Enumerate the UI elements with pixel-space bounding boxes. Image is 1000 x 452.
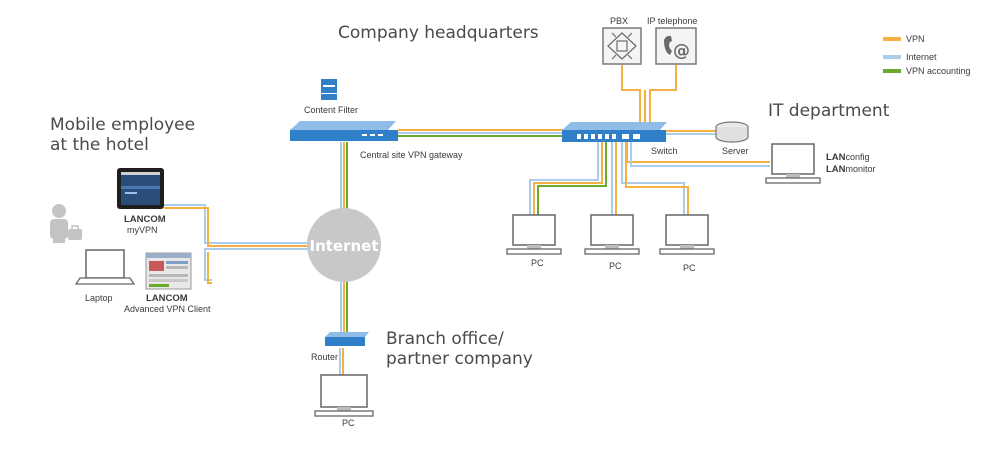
mobile-title-line2: at the hotel bbox=[50, 135, 149, 155]
vpn-client-screenshot bbox=[145, 252, 192, 290]
phones-switch-link bbox=[621, 65, 677, 123]
pc-3 bbox=[659, 214, 715, 255]
pbx-icon bbox=[607, 32, 637, 60]
legend-label-vpn: VPN bbox=[906, 34, 925, 44]
server-label: Server bbox=[722, 146, 749, 156]
legend-swatch-accounting bbox=[883, 69, 901, 73]
pbx-label: PBX bbox=[610, 16, 628, 26]
internet-router-link bbox=[340, 280, 348, 332]
switch-server-link bbox=[666, 130, 718, 135]
branch-pc bbox=[314, 374, 374, 417]
hq-title: Company headquarters bbox=[338, 23, 539, 43]
pc-3-label: PC bbox=[683, 263, 696, 273]
laptop-device bbox=[74, 249, 136, 285]
telephone-icon: @ bbox=[664, 35, 690, 61]
pc-1-label: PC bbox=[531, 258, 544, 268]
internet-cloud: Internet bbox=[307, 208, 381, 282]
branch-title-line2: partner company bbox=[386, 349, 533, 369]
gateway-switch-link bbox=[398, 129, 562, 137]
person-with-bag-icon bbox=[50, 204, 82, 243]
router-pc-link bbox=[339, 348, 344, 375]
switch-label: Switch bbox=[651, 146, 678, 156]
central-gateway-device bbox=[290, 121, 398, 141]
gateway-internet-link bbox=[340, 142, 348, 210]
branch-pc-label: PC bbox=[342, 418, 355, 428]
pc-1 bbox=[506, 214, 562, 255]
legend: VPN Internet VPN accounting bbox=[883, 34, 971, 76]
switch-pc2-link bbox=[611, 142, 617, 215]
pc-2-label: PC bbox=[609, 261, 622, 271]
svg-text:@: @ bbox=[673, 41, 690, 61]
tablet-device bbox=[117, 168, 164, 209]
legend-swatch-internet bbox=[883, 55, 901, 59]
lanconfig-pc bbox=[765, 143, 821, 184]
lancom-adv-label: Advanced VPN Client bbox=[124, 304, 211, 314]
connections bbox=[164, 65, 770, 375]
legend-label-internet: Internet bbox=[906, 52, 937, 62]
it-department-title: IT department bbox=[768, 101, 890, 121]
lancom-myvpn-label: myVPN bbox=[127, 225, 158, 235]
content-filter-badge bbox=[321, 79, 337, 100]
ip-telephone-label: IP telephone bbox=[647, 16, 697, 26]
central-gateway-label: Central site VPN gateway bbox=[360, 150, 463, 160]
lanconfig-label: LANconfig bbox=[826, 152, 870, 163]
content-filter-label: Content Filter bbox=[304, 105, 358, 115]
internet-label: Internet bbox=[309, 237, 378, 255]
mobile-title-line1: Mobile employee bbox=[50, 115, 195, 135]
pbx: PBX bbox=[602, 16, 642, 65]
legend-swatch-vpn bbox=[883, 37, 901, 41]
switch-device bbox=[562, 122, 667, 142]
mobile-internet-link bbox=[164, 204, 308, 284]
switch-lanconfig-link bbox=[626, 142, 770, 167]
switch-pc1-link bbox=[529, 142, 607, 215]
router-label: Router bbox=[311, 352, 338, 362]
server-device bbox=[715, 121, 749, 143]
pc-2 bbox=[584, 214, 640, 255]
lanmonitor-label: LANmonitor bbox=[826, 164, 876, 175]
ip-telephone: IP telephone @ bbox=[647, 16, 697, 65]
laptop-label: Laptop bbox=[85, 293, 113, 303]
legend-label-accounting: VPN accounting bbox=[906, 66, 971, 76]
branch-title-line1: Branch office/ bbox=[386, 329, 504, 349]
lancom-myvpn-bold: LANCOM bbox=[124, 214, 166, 225]
branch-router bbox=[325, 332, 369, 346]
lancom-adv-bold: LANCOM bbox=[146, 293, 188, 304]
switch-pc3-link bbox=[621, 142, 689, 215]
